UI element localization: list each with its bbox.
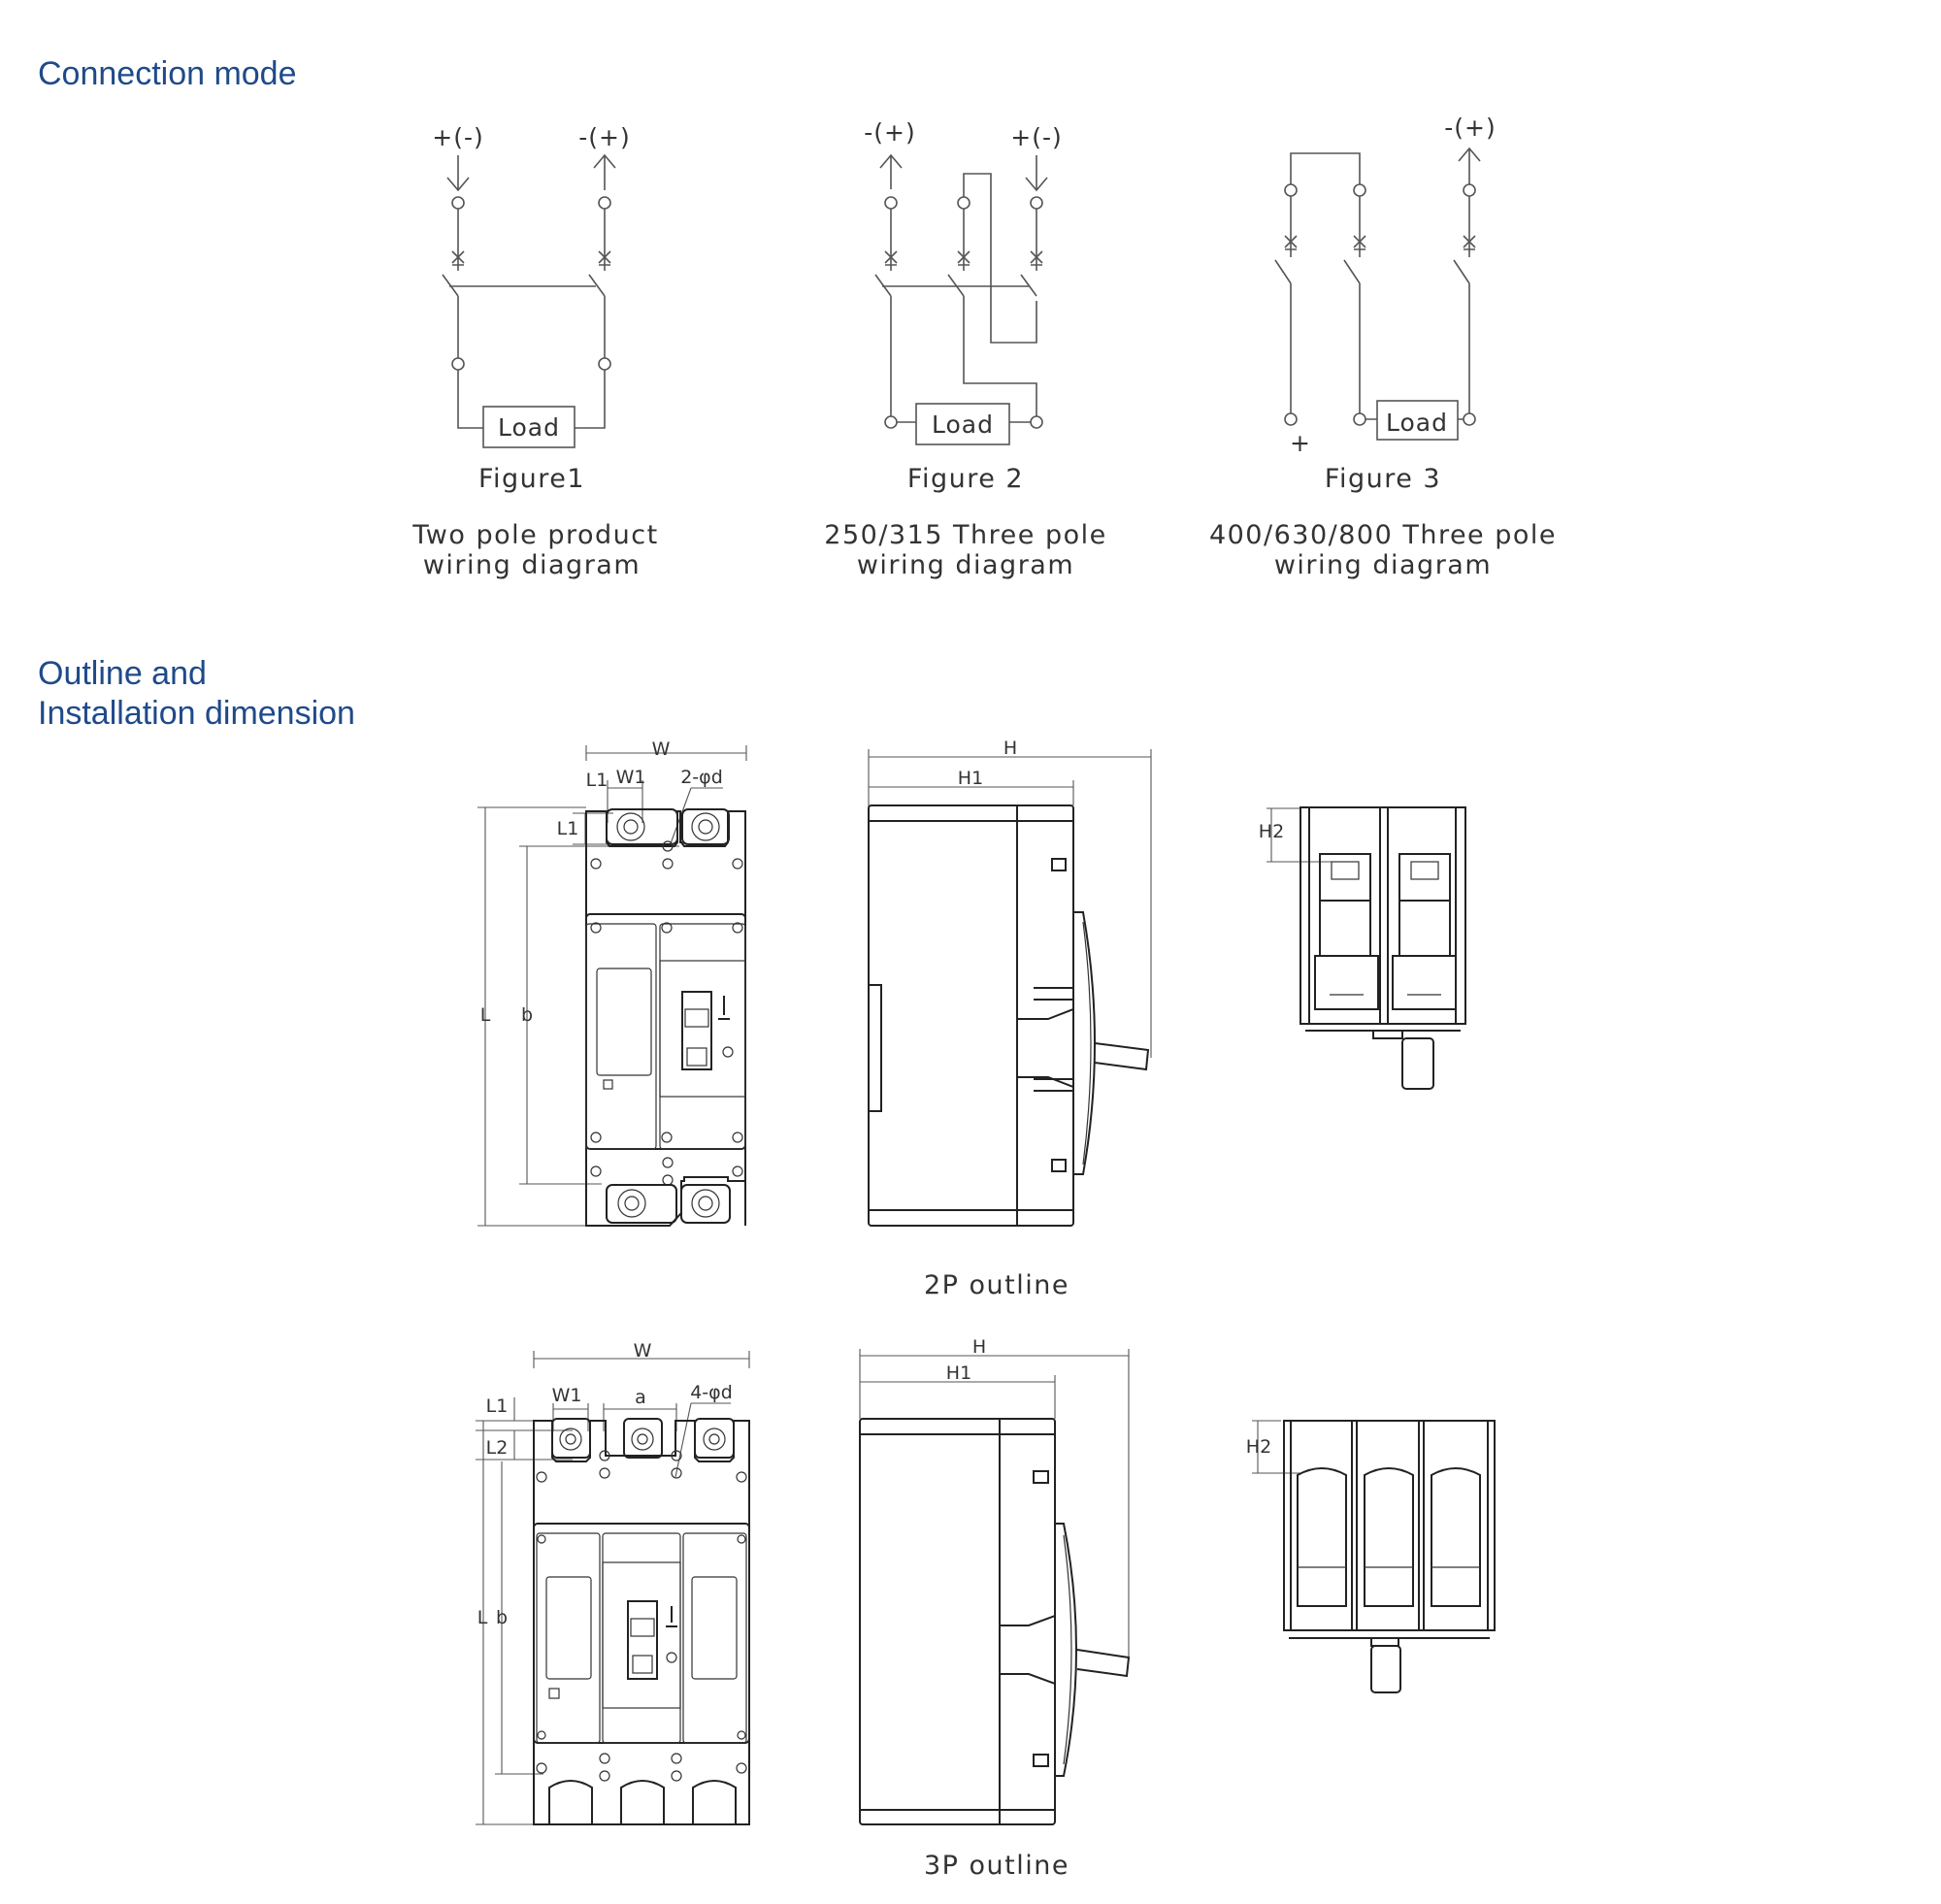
outline-title-line1: Outline and (38, 655, 207, 692)
dim-2p-l1-side: L1 (557, 818, 579, 839)
wiring-diagram-figure2: -(+) +(-) Load Figure 2 250/315 Three po… (824, 118, 1106, 580)
dim-3p-w: W (634, 1340, 652, 1362)
dim-3p-h1: H1 (946, 1362, 971, 1384)
outline-3p-caption: 3P outline (924, 1851, 1069, 1881)
figure1-desc-line1: Two pole product (411, 520, 658, 550)
dim-2p-h1: H1 (958, 768, 983, 789)
outline-2p-side-view: H H1 2P outline (868, 738, 1152, 1300)
figure3-desc-line2: wiring diagram (1274, 550, 1492, 580)
wiring-diagram-figure3: -(+) Load + Figure 3 400/630/800 Three p… (1209, 114, 1557, 580)
dim-2p-w: W (652, 739, 671, 760)
figure2-terminal-right: +(-) (1010, 123, 1062, 151)
figure3-label: Figure 3 (1325, 464, 1441, 494)
outline-2p-end-view: H2 (1259, 806, 1466, 1090)
dim-2p-w1: W1 (616, 767, 646, 788)
figure2-desc-line1: 250/315 Three pole (824, 520, 1106, 550)
figure3-load-label: Load (1386, 409, 1448, 437)
figure1-terminal-left: +(-) (432, 123, 483, 151)
dim-3p-a: a (635, 1387, 646, 1408)
dim-3p-h: H (972, 1336, 986, 1358)
outline-2p-caption: 2P outline (924, 1270, 1069, 1300)
outline-3p-end-view: H2 (1246, 1420, 1496, 1693)
outline-3p-side-view: H H1 3P outline (859, 1336, 1131, 1881)
figure1-load-label: Load (498, 413, 560, 442)
dim-3p-l: L (477, 1607, 488, 1628)
dim-2p-hole: 2-φd (680, 767, 723, 788)
dim-3p-h2: H2 (1246, 1436, 1271, 1458)
dim-2p-l1-top: L1 (586, 770, 609, 791)
figure3-terminal-right: -(+) (1444, 114, 1496, 142)
outline-title-line2: Installation dimension (38, 695, 355, 732)
dim-3p-w1: W1 (552, 1385, 582, 1406)
connection-mode-title: Connection mode (38, 55, 297, 92)
figure1-label: Figure1 (478, 464, 585, 494)
outline-3p-front-view: W W1 a 4-φd L1 L2 L b (476, 1340, 750, 1825)
figure1-terminal-right: -(+) (578, 123, 630, 151)
wiring-diagram-figure1: +(-) -(+) Load Figure1 Two pole product … (411, 123, 658, 580)
dim-3p-l1: L1 (486, 1395, 509, 1417)
figure3-terminal-bottom: + (1290, 429, 1311, 457)
figure1-desc-line2: wiring diagram (423, 550, 641, 580)
figure2-terminal-left: -(+) (864, 118, 915, 147)
dim-2p-l: L (480, 1004, 491, 1026)
dim-3p-l2: L2 (486, 1437, 509, 1459)
dim-2p-h: H (1003, 738, 1017, 759)
figure2-desc-line2: wiring diagram (857, 550, 1074, 580)
figure2-load-label: Load (932, 410, 994, 439)
figure3-desc-line1: 400/630/800 Three pole (1209, 520, 1557, 550)
dim-3p-hole: 4-φd (690, 1382, 733, 1403)
dim-2p-h2: H2 (1259, 821, 1284, 842)
dim-3p-b: b (496, 1607, 508, 1628)
dim-2p-b: b (521, 1004, 533, 1026)
figure2-label: Figure 2 (907, 464, 1024, 494)
outline-2p-front-view: W W1 L1 2-φd L1 L b (477, 739, 747, 1227)
